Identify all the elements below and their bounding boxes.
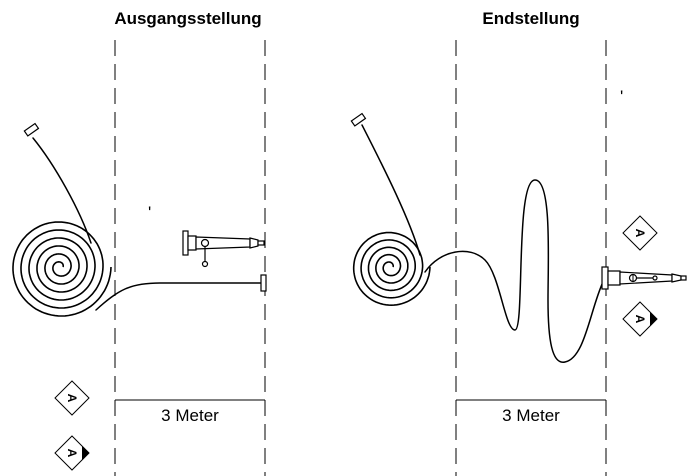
svg-text:A: A [65, 449, 79, 458]
start-hose-run [95, 282, 262, 311]
end-hose-run [424, 179, 604, 363]
start-hose-coil [12, 221, 112, 317]
end-hose-coil [352, 231, 431, 307]
svg-text:A: A [633, 315, 647, 324]
panel-start: Ausgangsstellung 3 Meter ' A [12, 9, 267, 476]
start-distance-label: 3 Meter [161, 406, 219, 425]
panel-start-title: Ausgangsstellung [114, 9, 261, 28]
start-badge-a: A [54, 380, 90, 416]
start-hose-end-tag [23, 122, 40, 137]
start-hose-lead [32, 137, 92, 244]
end-badge-a-arrow: A [622, 301, 658, 337]
start-nozzle [182, 230, 265, 268]
start-hose-coupling [260, 274, 267, 292]
panel-end: Endstellung 3 Meter ' A [350, 9, 687, 476]
end-hose-end-tag [350, 112, 367, 127]
end-distance-label: 3 Meter [502, 406, 560, 425]
svg-text:A: A [633, 229, 647, 238]
end-stray-mark: ' [620, 87, 623, 106]
svg-text:A: A [65, 394, 79, 403]
start-stray-mark: ' [148, 203, 151, 222]
end-badge-a: A [622, 215, 658, 251]
end-hose-lead [361, 124, 421, 256]
start-badge-a-arrow: A [54, 435, 90, 471]
end-nozzle [601, 266, 687, 290]
panel-end-title: Endstellung [482, 9, 579, 28]
